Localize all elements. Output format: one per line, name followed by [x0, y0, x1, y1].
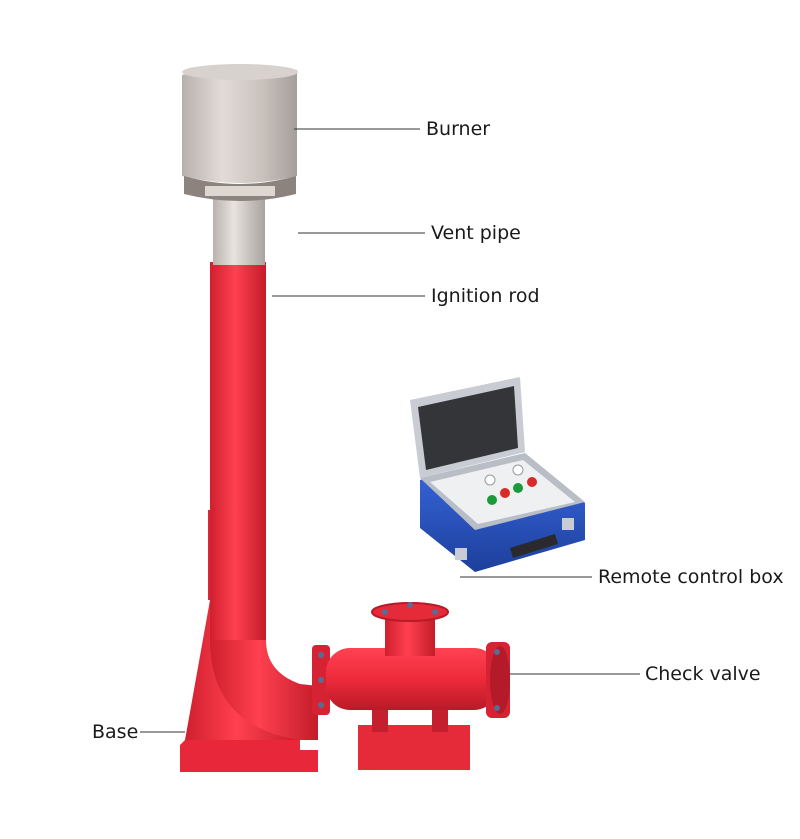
base-plate — [180, 735, 318, 772]
flare-stack — [180, 64, 318, 772]
green-button-icon — [513, 483, 523, 493]
valve-riser — [385, 616, 435, 656]
check-valve-assembly — [312, 602, 510, 770]
burner-head — [182, 65, 297, 183]
label-ignition-rod: Ignition rod — [431, 285, 540, 307]
panel-buttons — [484, 464, 537, 505]
vertical-pipe — [210, 262, 266, 642]
label-check-valve: Check valve — [645, 663, 761, 685]
case-latch-left — [455, 548, 467, 560]
label-base: Base — [92, 721, 139, 743]
red-button-icon — [527, 477, 537, 487]
burner-top — [182, 64, 298, 80]
valve-bolts — [318, 602, 500, 711]
gauge-icon — [484, 474, 496, 486]
burner-nozzle-ring — [205, 186, 275, 196]
pipe-elbow — [210, 640, 318, 740]
label-vent-pipe: Vent pipe — [431, 222, 521, 244]
case-handle — [510, 534, 558, 558]
vent-pipe — [213, 193, 265, 265]
valve-outlet — [490, 646, 510, 714]
label-remote-control-box: Remote control box — [598, 566, 784, 588]
gauge-icon — [512, 464, 524, 476]
green-button-icon — [487, 495, 497, 505]
case-latch-right — [562, 518, 574, 530]
label-burner: Burner — [426, 118, 491, 140]
leader-lines — [140, 128, 640, 733]
case-lid-inner — [418, 386, 518, 470]
red-button-icon — [500, 488, 510, 498]
remote-control-box — [410, 377, 585, 572]
valve-body — [326, 648, 498, 710]
valve-support-plate — [358, 725, 470, 770]
